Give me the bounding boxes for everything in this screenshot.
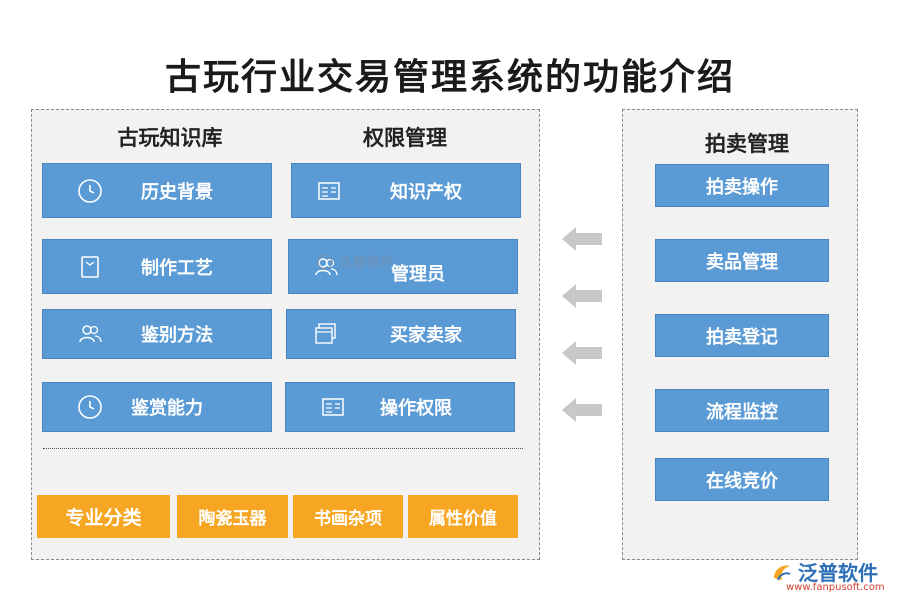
- administrator-button[interactable]: 管理员: [288, 239, 518, 294]
- process-monitoring-button[interactable]: 流程监控: [655, 389, 829, 432]
- administrator-label: 管理员: [391, 264, 445, 285]
- clock-icon: [78, 178, 102, 203]
- buyers-sellers-button[interactable]: 买家卖家: [286, 309, 516, 359]
- left-arrow-icon: [562, 227, 602, 251]
- identification-method-button[interactable]: 鉴别方法: [42, 309, 272, 359]
- auction-management-title: 拍卖管理: [705, 131, 789, 156]
- appreciation-ability-label: 鉴赏能力: [131, 398, 203, 419]
- list-icon: [318, 181, 340, 200]
- identification-method-label: 鉴别方法: [141, 325, 213, 346]
- history-background-button[interactable]: 历史背景: [42, 163, 272, 218]
- history-background-label: 历史背景: [141, 181, 213, 203]
- users-icon: [79, 325, 102, 343]
- category-button-ceramics-jade[interactable]: 陶瓷玉器: [177, 495, 288, 538]
- online-bidding-button[interactable]: 在线竞价: [655, 458, 829, 501]
- craftsmanship-label: 制作工艺: [141, 257, 213, 279]
- craftsmanship-button[interactable]: 制作工艺: [42, 239, 272, 294]
- brand-url: www.fanpusoft.com: [786, 582, 885, 593]
- brand-logo-icon: [774, 565, 791, 580]
- auction-operation-button[interactable]: 拍卖操作: [655, 164, 829, 207]
- document-icon: [81, 255, 99, 278]
- watermark: 泛普软件: [316, 252, 394, 272]
- brand-logo-text: 泛普软件: [798, 561, 878, 585]
- category-button-professional[interactable]: 专业分类: [37, 495, 170, 538]
- brand-logo: 泛普软件: [770, 557, 878, 586]
- page-title: 古玩行业交易管理系统的功能介绍: [164, 56, 735, 98]
- category-button-attribute-value[interactable]: 属性价值: [408, 495, 518, 538]
- watermark-logo-icon: [317, 254, 333, 270]
- dotted-divider: [43, 448, 523, 449]
- appreciation-ability-button[interactable]: 鉴赏能力: [42, 382, 272, 432]
- intellectual-property-button[interactable]: 知识产权: [291, 163, 521, 218]
- auction-registration-button[interactable]: 拍卖登记: [655, 314, 829, 357]
- list-icon: [322, 398, 344, 416]
- left-arrow-icon: [562, 398, 602, 422]
- knowledge-base-title: 古玩知识库: [117, 125, 223, 150]
- buyers-sellers-label: 买家卖家: [390, 325, 462, 346]
- permission-management-title: 权限管理: [363, 125, 447, 150]
- category-button-paintings-misc[interactable]: 书画杂项: [293, 495, 403, 538]
- watermark-text: 泛普软件: [338, 255, 394, 271]
- left-arrow-icon: [562, 284, 602, 308]
- operation-permission-button[interactable]: 操作权限: [285, 382, 515, 432]
- clock-icon: [78, 395, 102, 419]
- windows-icon: [315, 323, 336, 344]
- item-management-button[interactable]: 卖品管理: [655, 239, 829, 282]
- left-arrow-icon: [562, 341, 602, 365]
- operation-permission-label: 操作权限: [380, 398, 452, 419]
- intellectual-property-label: 知识产权: [390, 181, 462, 203]
